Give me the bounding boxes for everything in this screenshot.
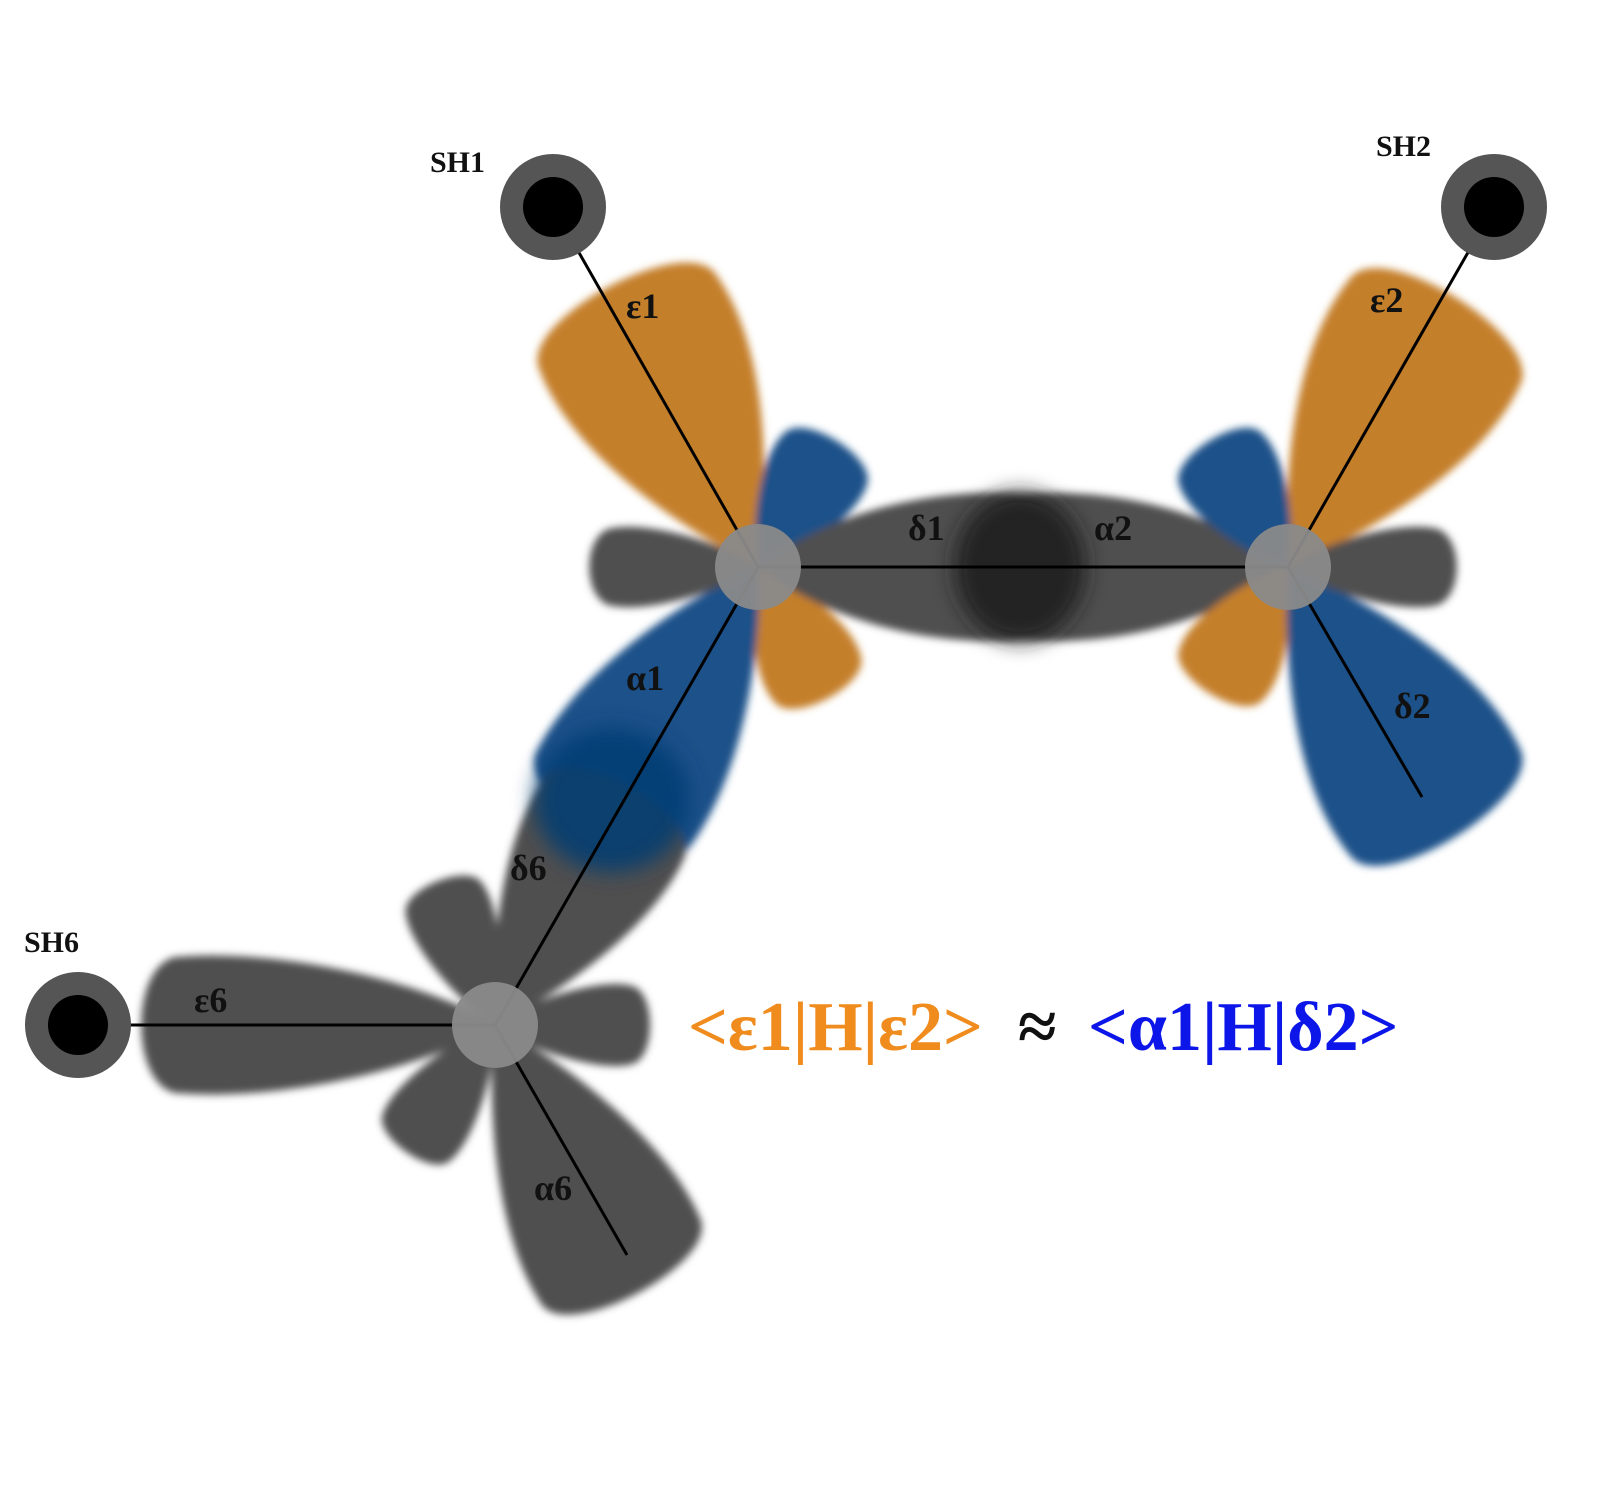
sh1-label: SH1 xyxy=(430,146,485,179)
lobe-node2-right xyxy=(1288,526,1457,608)
sh2-label: SH2 xyxy=(1376,130,1431,163)
alpha1-label: α1 xyxy=(626,658,664,698)
equation-approx: ≈ xyxy=(1018,989,1056,1066)
eps2-label: ε2 xyxy=(1370,280,1403,320)
alpha1-delta6-overlap xyxy=(534,728,690,872)
sh6-label: SH6 xyxy=(24,926,79,959)
lobe-delta2-back xyxy=(1178,427,1291,567)
bond-sh2-node2 xyxy=(1286,206,1496,568)
sh1-site xyxy=(500,154,606,260)
bond-node6-tail xyxy=(493,1024,629,1256)
sh2-core xyxy=(1464,177,1524,237)
equation-right: <α1|H|δ2> xyxy=(1088,989,1398,1066)
delta6-label: δ6 xyxy=(510,848,547,888)
carbon-node-2 xyxy=(1245,524,1331,610)
sh6-core xyxy=(48,995,108,1055)
bond-sh1-node1 xyxy=(551,206,760,568)
carbon-node-6 xyxy=(452,982,538,1068)
lobe-node6-down xyxy=(381,1025,496,1165)
eps6-label: ε6 xyxy=(194,980,227,1020)
bond-node1-node6 xyxy=(493,566,760,1026)
matrix-element-equation: <ε1|H|ε2> ≈ <α1|H|δ2> xyxy=(688,989,1398,1066)
lobe-alpha1-back xyxy=(755,427,868,567)
alpha6-label: α6 xyxy=(534,1168,572,1208)
lobe-alpha6 xyxy=(491,1025,702,1315)
delta1-label: δ1 xyxy=(908,508,945,548)
lobe-eps2 xyxy=(1286,268,1523,567)
eps1-label: ε1 xyxy=(626,286,659,326)
sh1-core xyxy=(523,177,583,237)
carbon-node-1 xyxy=(715,524,801,610)
sh2-site xyxy=(1441,154,1547,260)
lobe-node6-right xyxy=(495,983,650,1067)
sh6-site xyxy=(25,972,131,1078)
bond-lines xyxy=(78,206,1496,1256)
lobe-eps2-back xyxy=(1178,567,1291,707)
lobe-node1-left xyxy=(589,526,758,608)
bond-node2-tail xyxy=(1286,566,1424,798)
lobe-eps1 xyxy=(537,262,764,567)
lobe-delta2 xyxy=(1286,567,1523,866)
alpha2-label: α2 xyxy=(1094,508,1132,548)
delta2-label: δ2 xyxy=(1394,686,1431,726)
equation-left: <ε1|H|ε2> xyxy=(688,989,983,1066)
